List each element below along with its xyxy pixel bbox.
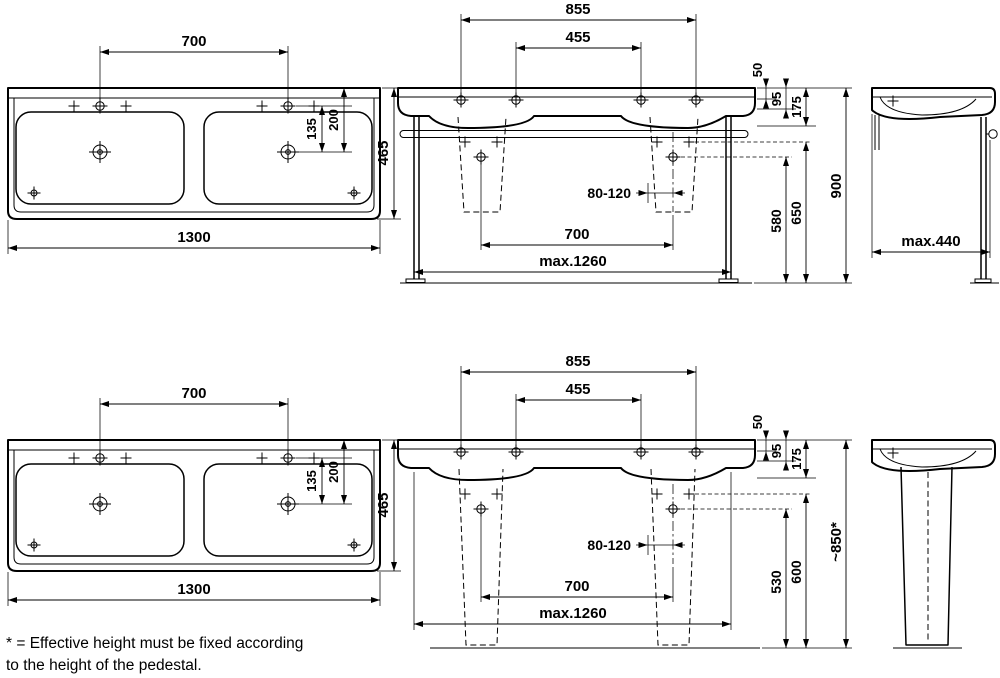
view-bottom-front: 855 455 50 95 175 80-120 700 max.1260 53… [398,353,852,649]
dim-rim-thickness: 50 [750,63,765,77]
towel-rail [399,130,749,138]
dim-drain-spacing: 700 [564,226,589,243]
side-basin-geometry [872,88,995,119]
dim-frame-drop: 175 [789,448,804,470]
dim-overall-width: 1300 [177,229,210,246]
dim-drain-spacing: 700 [564,578,589,595]
towel-rail-end [988,129,998,139]
dim-total-height: ~850* [828,522,845,562]
dim-inner-tap-span: 455 [565,381,590,398]
wall-bracket [874,115,880,150]
dim-tap-spacing: 700 [181,385,206,402]
side-basin-geometry [872,440,995,471]
dim-outlet-height: 600 [788,560,804,584]
hidden-drain-outlines [457,116,699,213]
dim-outer-tap-span: 855 [565,1,590,18]
dim-tap-spacing: 700 [181,33,206,50]
footnote: * = Effective height must be fixed accor… [6,635,303,674]
dim-rim-to-drain: 200 [326,461,341,483]
dim-frame-drop: 175 [789,96,804,118]
dim-total-height: 900 [828,173,845,198]
footnote-line2: to the height of the pedestal. [6,657,202,674]
front-basin-geometry [398,14,852,278]
dim-rim-thickness: 50 [750,415,765,429]
dim-tap-to-drain: 135 [304,118,319,140]
pedestal-outline [900,466,953,646]
view-top-side: max.440 [871,88,999,284]
dim-trap-offset: 80-120 [587,537,631,553]
dim-trap-height: 580 [768,209,784,233]
view-top-plan: 700 1300 135 200 465 [8,33,401,254]
dim-max-width: max.1260 [539,253,607,270]
view-bottom-side [872,440,995,649]
height-dimension-lines [762,440,852,649]
dim-tap-to-drain: 135 [304,470,319,492]
depth-dimension-lines [871,114,991,258]
dim-outlet-height: 650 [788,201,804,225]
footnote-line1: * = Effective height must be fixed accor… [6,635,303,652]
dim-max-width: max.1260 [539,605,607,622]
dim-depth: 465 [375,492,392,517]
dim-apron-height: 95 [769,92,784,106]
dim-inner-tap-span: 455 [565,29,590,46]
dim-apron-height: 95 [769,444,784,458]
view-bottom-plan: 700 1300 135 200 465 [8,385,401,606]
dim-overall-width: 1300 [177,581,210,598]
dim-max-depth: max.440 [901,233,960,250]
dim-trap-offset: 80-120 [587,185,631,201]
view-top-front: 855 455 50 95 175 80-120 700 max.1260 58… [398,1,852,284]
dim-rim-to-drain: 200 [326,109,341,131]
plan-geometry [8,46,401,254]
hidden-pedestal-outlines [458,468,696,646]
height-dimension-lines [754,88,852,284]
plan-geometry [8,398,401,606]
dim-outer-tap-span: 855 [565,353,590,370]
frame-leg-side [974,117,998,283]
dim-trap-height: 530 [768,570,784,594]
dim-depth: 465 [375,140,392,165]
